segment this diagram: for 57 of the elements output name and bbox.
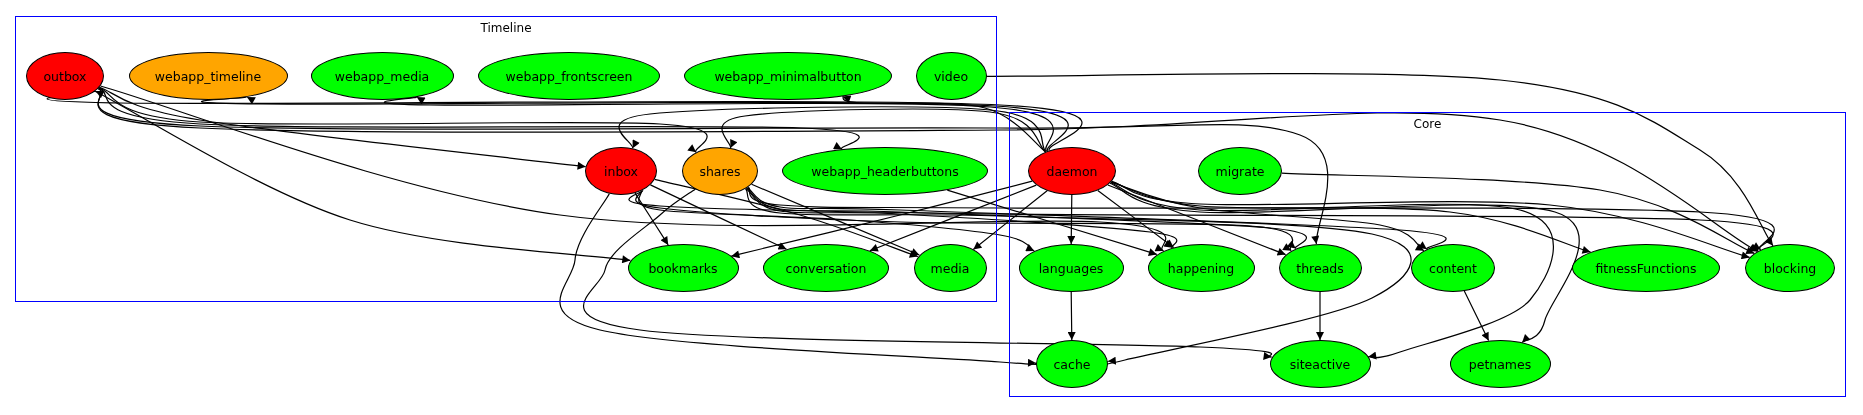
- module-ellipse: media: [913, 244, 987, 292]
- group-title: Timeline: [480, 21, 532, 35]
- dependency-arrow: [1067, 291, 1076, 341]
- dependency-arrow: [747, 186, 1775, 251]
- dependency-arrow: [46, 90, 1083, 151]
- module-ellipse: shares: [682, 147, 758, 195]
- module-ellipse: threads: [1278, 244, 1362, 292]
- module-ellipse: fitnessFunctions: [1572, 244, 1720, 292]
- module-ellipse: daemon: [1028, 147, 1116, 195]
- dependency-arrow: [946, 189, 1158, 256]
- dependency-arrow: [383, 96, 1054, 152]
- module-ellipse: bookmarks: [627, 244, 739, 292]
- module-ellipse: inbox: [585, 147, 657, 195]
- dependency-arrow: [1463, 290, 1490, 342]
- module-ellipse: petnames: [1449, 340, 1551, 388]
- dependency-arrow: [1097, 189, 1175, 248]
- module-ellipse: siteactive: [1269, 340, 1371, 388]
- module-ellipse: migrate: [1198, 147, 1282, 195]
- dependency-arrow: [99, 85, 1167, 252]
- dependency-arrow: [746, 187, 1307, 250]
- dependency-arrow: [583, 188, 1273, 360]
- module-ellipse: conversation: [763, 244, 889, 292]
- dependency-arrow: [751, 183, 920, 256]
- module-ellipse: outbox: [26, 52, 104, 100]
- group-frame: [15, 16, 997, 302]
- module-ellipse: webapp_minimalbutton: [684, 52, 892, 100]
- module-ellipse: webapp_timeline: [128, 52, 288, 100]
- dependency-arrow: [628, 189, 1774, 252]
- dependency-arrow: [746, 186, 1447, 250]
- dependency-arrow: [972, 190, 1048, 251]
- module-ellipse: cache: [1036, 340, 1108, 388]
- module-ellipse: video: [915, 52, 987, 100]
- module-ellipse: happening: [1147, 244, 1255, 292]
- dependency-arrow: [98, 87, 860, 150]
- group-frame: [1009, 112, 1846, 397]
- dependency-arrow: [1281, 172, 1755, 254]
- module-ellipse: blocking: [1745, 244, 1835, 292]
- dependency-arrow: [634, 192, 669, 246]
- dependency-arrow: [869, 184, 1037, 252]
- dependency-arrow: [745, 187, 1178, 249]
- module-ellipse: webapp_media: [310, 52, 454, 100]
- dependency-arrow: [730, 180, 1033, 259]
- module-ellipse: languages: [1018, 244, 1124, 292]
- module-ellipse: content: [1411, 244, 1495, 292]
- dependency-arrow: [618, 106, 1047, 153]
- dependency-arrow: [635, 190, 1294, 252]
- dependency-arrow: [1067, 194, 1076, 245]
- dependency-arrow: [97, 87, 1329, 245]
- module-ellipse: webapp_frontscreen: [478, 52, 660, 100]
- dependency-arrow: [721, 108, 1046, 153]
- group-title: Core: [1413, 117, 1442, 131]
- dependency-arrow: [1316, 291, 1324, 341]
- dependency-arrow: [201, 94, 1069, 152]
- dependency-arrow: [638, 190, 1035, 252]
- module-ellipse: webapp_headerbuttons: [782, 147, 988, 195]
- dependency-arrow: [1107, 184, 1287, 256]
- dependency-arrow: [654, 178, 919, 258]
